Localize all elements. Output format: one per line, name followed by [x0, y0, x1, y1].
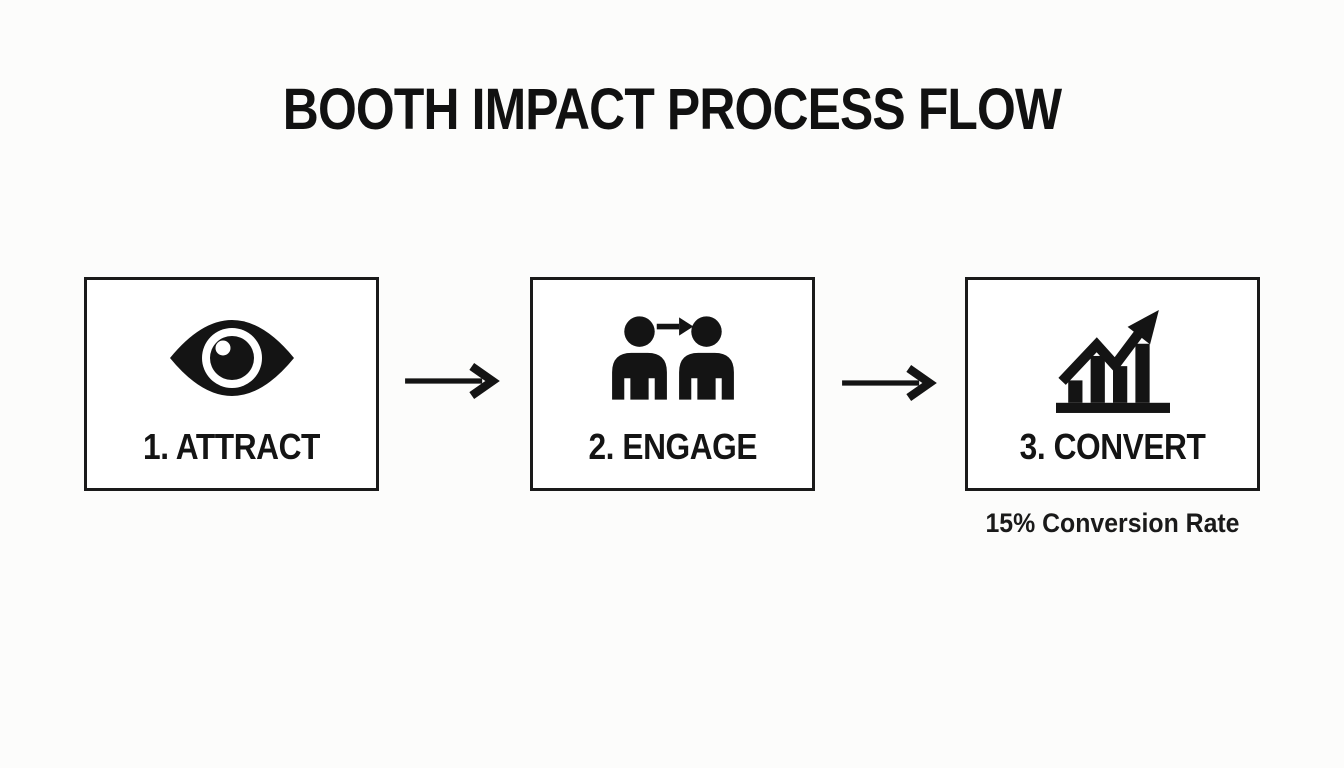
conversion-rate-note: 15% Conversion Rate: [985, 508, 1240, 538]
step-label-attract: 1. ATTRACT: [143, 426, 320, 467]
arrow-right-icon: [840, 362, 940, 404]
step-label-convert: 3. CONVERT: [1019, 426, 1206, 467]
arrow-right-icon: [403, 360, 503, 402]
step-label-engage: 2. ENGAGE: [588, 426, 757, 467]
growth-chart-icon: [1055, 300, 1170, 416]
page-title: BOOTH IMPACT PROCESS FLOW: [282, 77, 1062, 142]
step-box-attract: 1. ATTRACT: [84, 277, 379, 491]
people-handoff-icon: [606, 300, 740, 416]
eye-icon: [166, 300, 298, 416]
step-box-convert: 3. CONVERT: [965, 277, 1260, 491]
step-box-engage: 2. ENGAGE: [530, 277, 815, 491]
